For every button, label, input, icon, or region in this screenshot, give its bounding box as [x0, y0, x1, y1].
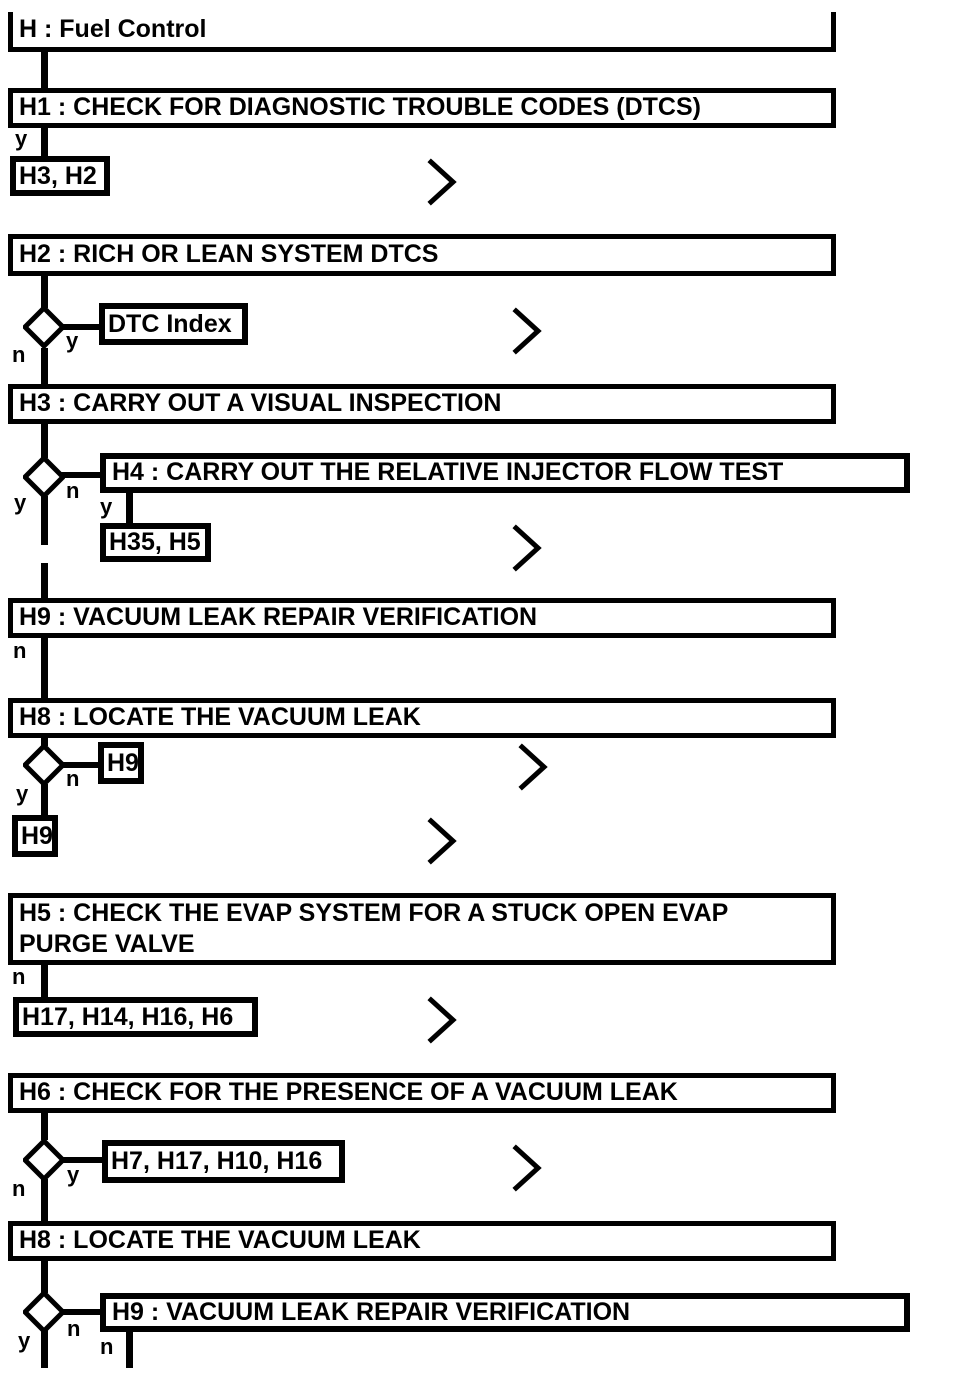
node-h9-vacuum-leak-repair-verification: H9 : VACUUM LEAK REPAIR VERIFICATION — [100, 1293, 910, 1332]
ref-node-h35-h5[interactable]: H35, H5 — [100, 523, 211, 562]
node-label: H9 : VACUUM LEAK REPAIR VERIFICATION — [19, 603, 538, 632]
node-h2-rich-lean-dtcs: H2 : RICH OR LEAN SYSTEM DTCS — [8, 234, 836, 276]
chevron-right-icon — [427, 817, 457, 865]
branch-label-yes: y — [14, 490, 27, 515]
ref-node-h3-h2[interactable]: H3, H2 — [10, 156, 110, 196]
ref-label: H17, H14, H16, H6 — [22, 1002, 234, 1031]
connector-vertical — [41, 424, 48, 458]
ref-node-dtc-index[interactable]: DTC Index — [99, 303, 248, 345]
node-label: H : Fuel Control — [19, 14, 207, 43]
branch-label-no: n — [66, 766, 80, 791]
node-h6-check-vacuum-leak-presence: H6 : CHECK FOR THE PRESENCE OF A VACUUM … — [8, 1073, 836, 1113]
branch-label-yes: y — [66, 328, 79, 353]
ref-node-h17-h14-h16-h6[interactable]: H17, H14, H16, H6 — [13, 997, 258, 1037]
connector-vertical — [41, 638, 48, 698]
node-h8-locate-vacuum-leak: H8 : LOCATE THE VACUUM LEAK — [8, 698, 836, 738]
connector-vertical — [41, 52, 48, 88]
connector-vertical — [41, 965, 48, 997]
node-label: H3 : CARRY OUT A VISUAL INSPECTION — [19, 389, 502, 418]
node-h-fuel-control: H : Fuel Control — [8, 12, 836, 52]
connector-horizontal — [61, 762, 99, 768]
node-label: H1 : CHECK FOR DIAGNOSTIC TROUBLE CODES … — [19, 93, 701, 122]
connector-vertical — [41, 1113, 48, 1140]
node-label: H8 : LOCATE THE VACUUM LEAK — [19, 1226, 421, 1255]
decision-diamond-icon — [23, 1291, 65, 1333]
branch-label-yes: y — [100, 494, 113, 519]
chevron-right-icon — [512, 307, 542, 355]
connector-vertical — [41, 1179, 48, 1221]
connector-vertical — [41, 128, 48, 158]
ref-label: H35, H5 — [109, 528, 201, 556]
connector-vertical — [41, 348, 48, 384]
branch-label-no: n — [100, 1334, 114, 1359]
branch-label-no: n — [67, 1316, 81, 1341]
node-h9-vacuum-leak-repair-verification: H9 : VACUUM LEAK REPAIR VERIFICATION — [8, 598, 836, 638]
connector-horizontal — [61, 324, 101, 330]
connector-vertical — [41, 738, 48, 746]
ref-node-h7-h17-h10-h16[interactable]: H7, H17, H10, H16 — [102, 1140, 345, 1183]
node-label: H4 : CARRY OUT THE RELATIVE INJECTOR FLO… — [112, 458, 784, 487]
connector-horizontal — [61, 1157, 103, 1163]
branch-label-yes: y — [16, 781, 29, 806]
branch-label-no: n — [12, 1176, 26, 1201]
branch-label-no: n — [12, 964, 26, 989]
chevron-right-icon — [427, 996, 457, 1044]
ref-label: H3, H2 — [19, 161, 97, 190]
branch-label-no: n — [12, 342, 26, 367]
ref-label: H9 — [21, 821, 53, 850]
ref-label: H7, H17, H10, H16 — [111, 1147, 323, 1175]
connector-horizontal — [61, 472, 102, 478]
connector-vertical — [41, 1261, 48, 1293]
branch-label-yes: y — [18, 1328, 31, 1353]
connector-vertical — [41, 1330, 48, 1368]
ref-node-h9[interactable]: H9 — [98, 742, 144, 784]
node-h1-check-dtcs: H1 : CHECK FOR DIAGNOSTIC TROUBLE CODES … — [8, 88, 836, 128]
decision-diamond-icon — [23, 456, 65, 498]
decision-diamond-icon — [23, 1139, 65, 1181]
connector-vertical — [41, 496, 48, 545]
node-label: H2 : RICH OR LEAN SYSTEM DTCS — [19, 240, 439, 269]
chevron-right-icon — [518, 743, 548, 791]
connector-vertical — [41, 784, 48, 815]
node-h5-evap-stuck-open-purge-valve: H5 : CHECK THE EVAP SYSTEM FOR A STUCK O… — [8, 893, 836, 965]
connector-vertical — [126, 492, 133, 523]
branch-label-yes: y — [15, 126, 28, 151]
ref-node-h9[interactable]: H9 — [12, 815, 58, 857]
node-label: H9 : VACUUM LEAK REPAIR VERIFICATION — [112, 1297, 631, 1326]
node-label: H5 : CHECK THE EVAP SYSTEM FOR A STUCK O… — [19, 898, 728, 958]
connector-vertical — [126, 1332, 133, 1368]
node-label: H8 : LOCATE THE VACUUM LEAK — [19, 703, 421, 732]
connector-vertical — [41, 563, 48, 598]
node-h4-injector-flow-test: H4 : CARRY OUT THE RELATIVE INJECTOR FLO… — [100, 453, 910, 493]
connector-vertical — [41, 276, 48, 308]
node-h3-visual-inspection: H3 : CARRY OUT A VISUAL INSPECTION — [8, 384, 836, 424]
branch-label-yes: y — [67, 1162, 80, 1187]
node-label: H6 : CHECK FOR THE PRESENCE OF A VACUUM … — [19, 1078, 678, 1107]
decision-diamond-icon — [23, 306, 65, 348]
branch-label-no: n — [66, 478, 80, 503]
decision-diamond-icon — [23, 744, 65, 786]
connector-horizontal — [61, 1309, 101, 1315]
chevron-right-icon — [512, 1144, 542, 1192]
chevron-right-icon — [512, 524, 542, 572]
ref-label: H9 — [107, 748, 139, 777]
ref-label: DTC Index — [108, 309, 232, 338]
node-h8-locate-vacuum-leak: H8 : LOCATE THE VACUUM LEAK — [8, 1221, 836, 1261]
branch-label-no: n — [13, 638, 27, 663]
chevron-right-icon — [427, 158, 457, 206]
